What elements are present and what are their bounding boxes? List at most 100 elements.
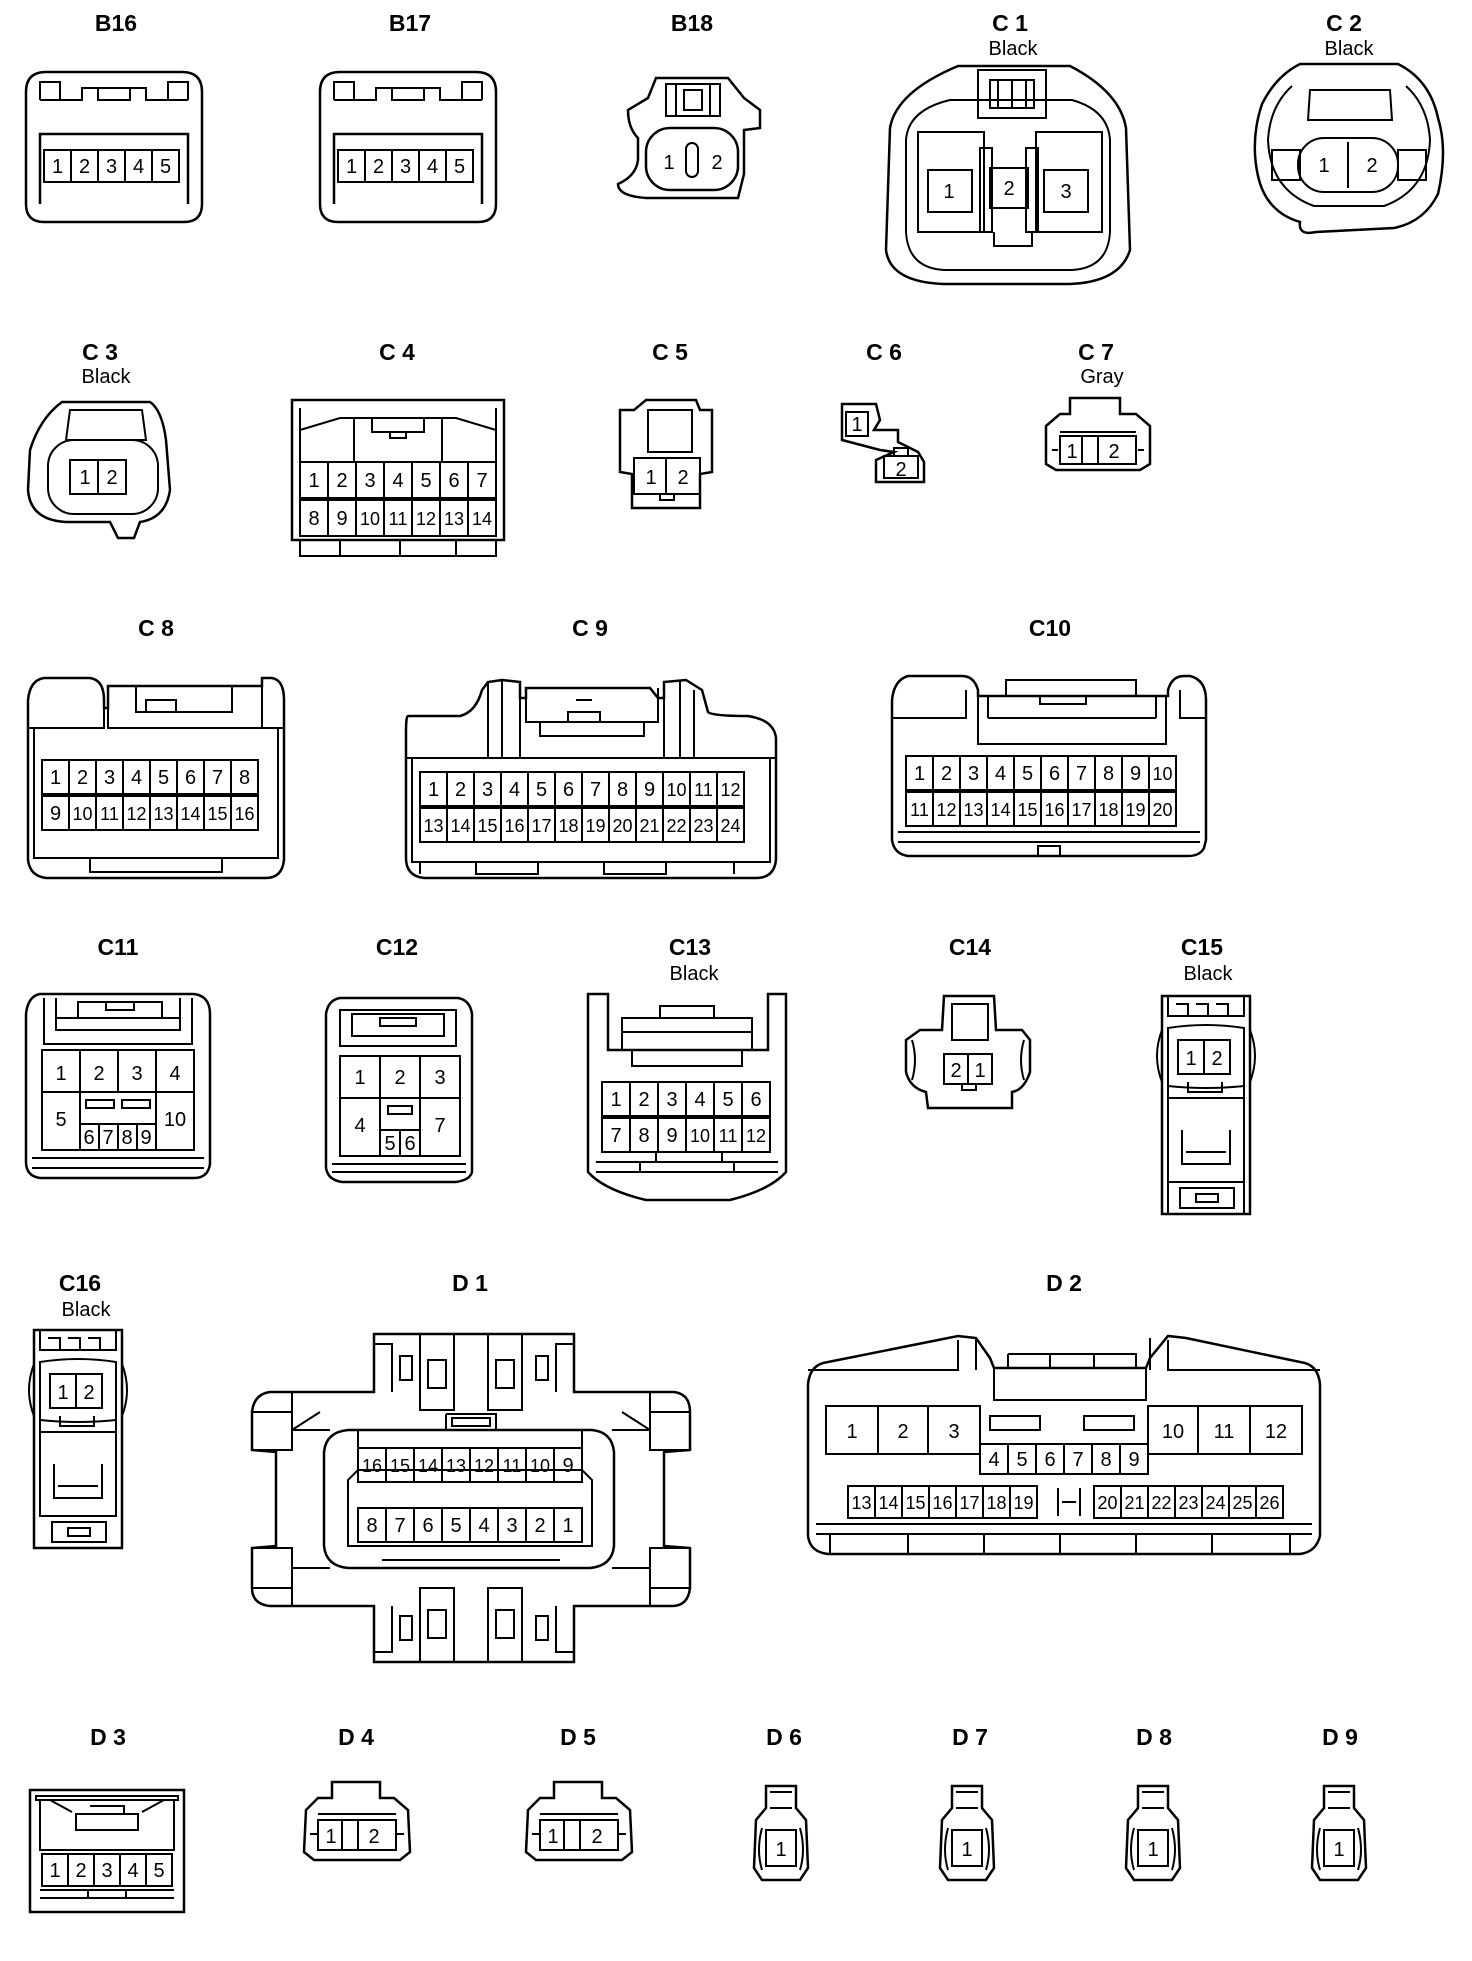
connector-title: C13 bbox=[669, 934, 711, 960]
pin-label: 3 bbox=[434, 1067, 445, 1089]
pin-cell bbox=[467, 499, 497, 537]
pin-cell bbox=[151, 149, 180, 183]
connector-title: B18 bbox=[671, 10, 713, 36]
pin-label: 2 bbox=[638, 1089, 649, 1111]
pin-label: 22 bbox=[1151, 1493, 1171, 1513]
pin-label: 8 bbox=[239, 767, 250, 789]
pin-label: 1 bbox=[57, 1382, 68, 1404]
pin-label: 9 bbox=[140, 1127, 151, 1149]
pin-label: 20 bbox=[612, 816, 632, 836]
pin-label: 2 bbox=[79, 156, 90, 178]
connector-C6: C 6 1 2 bbox=[840, 339, 926, 484]
pin-label: 13 bbox=[446, 1456, 466, 1476]
pin-label: 3 bbox=[1060, 181, 1071, 203]
connector-title: C 7 bbox=[1078, 339, 1114, 365]
pin-label: 5 bbox=[722, 1089, 733, 1111]
pin-label: 1 bbox=[645, 467, 656, 489]
connector-title: D 5 bbox=[560, 1724, 596, 1750]
pin-label: 6 bbox=[1049, 763, 1060, 785]
pin-label: 1 bbox=[1066, 441, 1077, 463]
pin-label: 4 bbox=[478, 1515, 489, 1537]
pin-label: 2 bbox=[106, 467, 117, 489]
pin-label: 4 bbox=[694, 1089, 705, 1111]
pin-label: 3 bbox=[131, 1063, 142, 1085]
connector-color: Black bbox=[1325, 38, 1375, 60]
pin-label: 2 bbox=[75, 1860, 86, 1882]
pin-cell bbox=[553, 1447, 583, 1483]
c11-grid bbox=[41, 1049, 195, 1151]
pin-label: 10 bbox=[666, 780, 686, 800]
pin-label: 10 bbox=[1152, 764, 1172, 784]
pin-label: 4 bbox=[392, 470, 403, 492]
pin-label: 7 bbox=[1076, 763, 1087, 785]
connector-color: Gray bbox=[1080, 366, 1123, 388]
connector-color: Black bbox=[989, 38, 1039, 60]
pin-label: 9 bbox=[50, 803, 61, 825]
pin-label: 3 bbox=[948, 1421, 959, 1443]
pin-label: 5 bbox=[1016, 1449, 1027, 1471]
connector-color: Black bbox=[82, 366, 132, 388]
connector-C7: C 7 Gray 1 2 bbox=[1044, 339, 1152, 472]
connector-D5: D 5 1 2 bbox=[524, 1724, 634, 1862]
pin-label: 1 bbox=[49, 1860, 60, 1882]
pin-label: 18 bbox=[1098, 800, 1118, 820]
pin-label: 14 bbox=[472, 509, 492, 529]
pin-label: 20 bbox=[1097, 1493, 1117, 1513]
connector-D4: D 4 1 2 bbox=[302, 1724, 412, 1862]
pin-label: 2 bbox=[1003, 178, 1014, 200]
pin-label: 16 bbox=[504, 816, 524, 836]
pin-label: 11 bbox=[389, 509, 408, 529]
pin-label: 2 bbox=[394, 1067, 405, 1089]
pin-label: 19 bbox=[1013, 1493, 1033, 1513]
pin-label: 2 bbox=[941, 763, 952, 785]
connector-title: D 6 bbox=[766, 1724, 802, 1750]
connector-title: C15 bbox=[1181, 934, 1223, 960]
pin-label: 6 bbox=[448, 470, 459, 492]
pin-label: 3 bbox=[106, 156, 117, 178]
pin-label: 2 bbox=[1211, 1048, 1222, 1070]
pin-label: 2 bbox=[534, 1515, 545, 1537]
pin-label: 2 bbox=[336, 470, 347, 492]
connector-title: C14 bbox=[949, 934, 991, 960]
pin-label: 24 bbox=[1205, 1493, 1225, 1513]
pin-label: 26 bbox=[1259, 1493, 1279, 1513]
pin-label: 13 bbox=[851, 1493, 871, 1513]
pin-label: 5 bbox=[420, 470, 431, 492]
connector-title: D 7 bbox=[952, 1724, 988, 1750]
connector-title: C10 bbox=[1029, 615, 1071, 641]
pin-label: 12 bbox=[746, 1126, 766, 1146]
pin-label: 11 bbox=[719, 1126, 738, 1146]
connector-C16: C16 Black 1 2 bbox=[28, 1270, 128, 1550]
connector-title: C 5 bbox=[652, 339, 688, 365]
pin-label: 2 bbox=[897, 1421, 908, 1443]
connector-title: D 1 bbox=[452, 1270, 488, 1296]
connector-title: C16 bbox=[59, 1270, 101, 1296]
connector-title: C 2 bbox=[1326, 10, 1362, 36]
pin-label: 12 bbox=[126, 804, 146, 824]
pin-label: 21 bbox=[1124, 1493, 1144, 1513]
pin-label: 2 bbox=[1366, 155, 1377, 177]
pin-label: 11 bbox=[100, 804, 119, 824]
connector-color: Black bbox=[670, 963, 720, 985]
connector-C14: C14 2 1 bbox=[904, 934, 1032, 1110]
connector-title: C 6 bbox=[866, 339, 902, 365]
pin-label: 7 bbox=[610, 1125, 621, 1147]
pin-label: 18 bbox=[558, 816, 578, 836]
pin-label: 3 bbox=[968, 763, 979, 785]
pin-label: 17 bbox=[531, 816, 551, 836]
pin-label: 10 bbox=[72, 804, 92, 824]
pin-label: 2 bbox=[77, 767, 88, 789]
connector-title: C12 bbox=[376, 934, 418, 960]
pin-label: 2 bbox=[83, 1382, 94, 1404]
pin-label: 19 bbox=[1125, 800, 1145, 820]
connector-D8: D 8 1 bbox=[1124, 1724, 1182, 1882]
pin-label: 5 bbox=[450, 1515, 461, 1537]
pin-label: 9 bbox=[562, 1455, 573, 1477]
